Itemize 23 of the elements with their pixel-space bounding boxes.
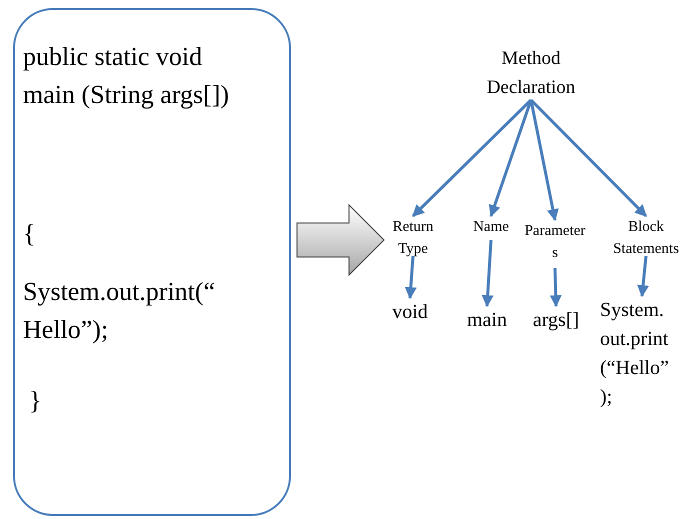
leaf-label: System. out.print (“Hello” ); [600, 298, 670, 410]
code-text: { [23, 218, 36, 250]
tree-label: Block Statements [612, 218, 680, 259]
arrow [488, 100, 532, 218]
arrow [482, 240, 494, 308]
code-text: public static void main (String args[]) [23, 41, 230, 111]
code-text: System.out.print(“ Hello”); [23, 276, 216, 346]
arrow [530, 98, 648, 218]
code-card [13, 8, 291, 516]
tree-label: Parameter s [524, 222, 586, 263]
arrow [412, 98, 532, 218]
arrow [550, 268, 562, 308]
arrow [404, 256, 417, 300]
code-text: } [29, 385, 42, 417]
leaf-label: main [466, 308, 508, 333]
leaf-label: args[] [532, 308, 580, 333]
tree-label: Name [472, 218, 510, 237]
block-arrow [296, 204, 385, 276]
arrow [530, 100, 559, 222]
tree-root-label: Method Declaration [486, 47, 576, 100]
arrow [637, 256, 650, 298]
tree-label: Return Type [392, 218, 434, 259]
leaf-label: void [391, 300, 429, 325]
